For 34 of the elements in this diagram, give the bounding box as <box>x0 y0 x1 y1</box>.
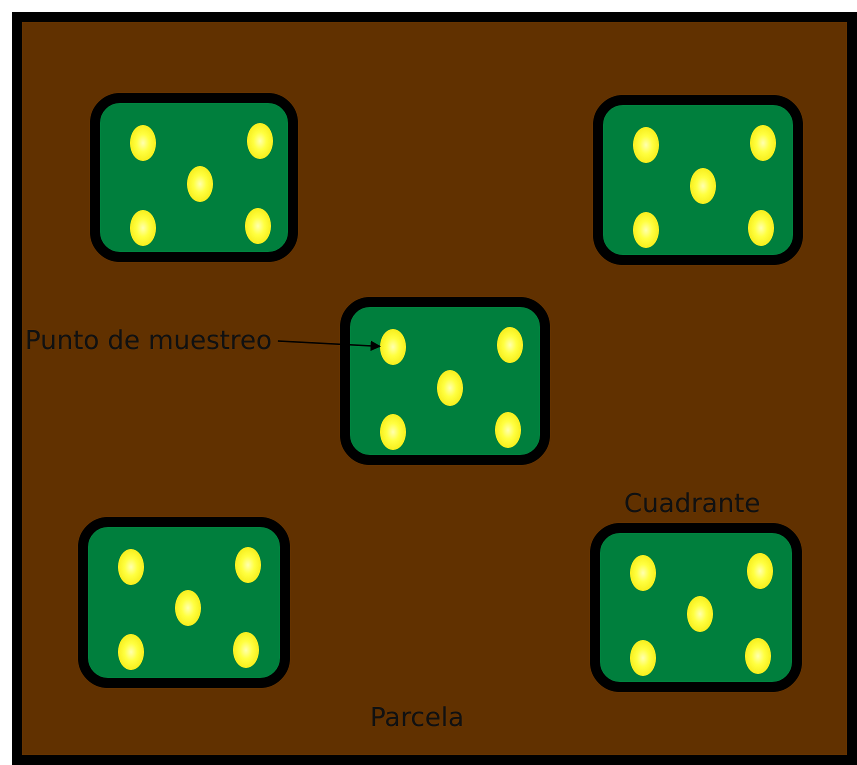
sampling-point <box>633 127 659 163</box>
sampling-point <box>175 590 201 626</box>
sampling-point <box>380 329 406 365</box>
sampling-point <box>687 596 713 632</box>
quadrant-box <box>90 93 298 262</box>
sampling-point <box>187 166 213 202</box>
quadrant-label: Cuadrante <box>624 491 760 517</box>
sampling-point <box>118 634 144 670</box>
sampling-point <box>495 412 521 448</box>
leader-line <box>278 340 382 352</box>
sampling-point <box>497 327 523 363</box>
quadrant-box <box>78 517 290 688</box>
sampling-point <box>633 212 659 248</box>
sampling-point <box>118 549 144 585</box>
sampling-point <box>750 125 776 161</box>
sampling-point <box>130 125 156 161</box>
sampling-point <box>233 632 259 668</box>
quadrant-box <box>593 95 803 265</box>
sampling-point <box>748 210 774 246</box>
sampling-point <box>690 168 716 204</box>
sampling-point <box>130 210 156 246</box>
sampling-point <box>247 123 273 159</box>
callout-label: Punto de muestreo <box>25 326 272 356</box>
plot-area <box>12 12 857 765</box>
plot-label: Parcela <box>370 705 464 731</box>
sampling-point <box>745 638 771 674</box>
sampling-point <box>747 553 773 589</box>
quadrant-box <box>340 297 550 465</box>
sampling-point <box>235 547 261 583</box>
sampling-point <box>630 555 656 591</box>
sampling-point <box>630 640 656 676</box>
sampling-point <box>437 370 463 406</box>
sampling-point <box>245 208 271 244</box>
sampling-point <box>380 414 406 450</box>
